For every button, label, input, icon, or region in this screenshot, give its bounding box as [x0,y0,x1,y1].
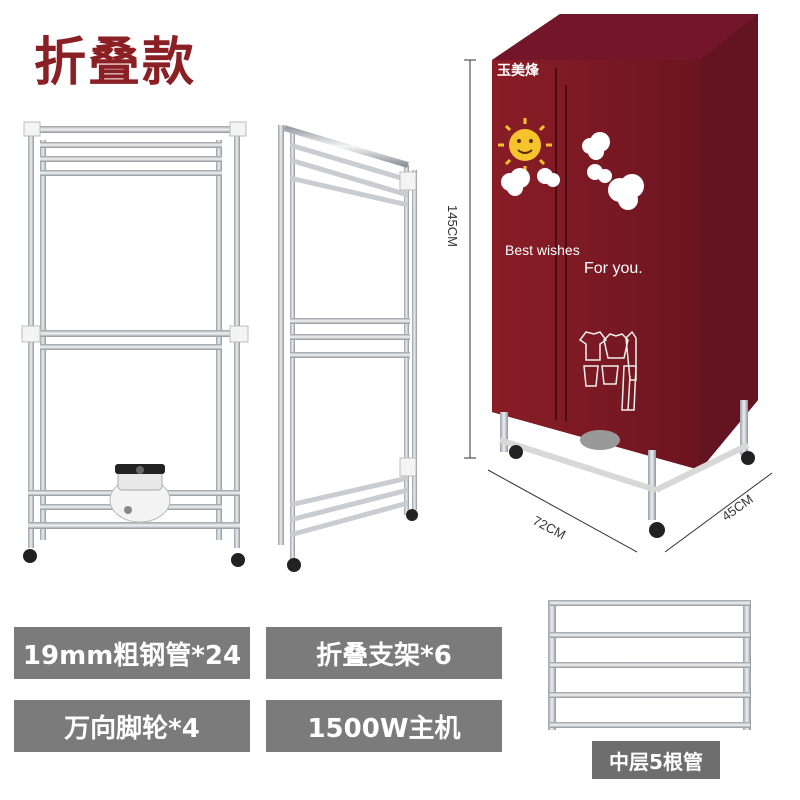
height-dimension: 145CM [445,205,460,247]
heater-unit [109,464,171,523]
spec-casters: 万向脚轮*4 [14,700,250,752]
page-title: 折叠款 [34,33,197,93]
cover-text-right: For you. [584,260,643,277]
spec-heater: 1500W主机 [266,700,502,752]
brand-mark: 玉美烽 [497,63,539,79]
dimension-lines [464,59,773,553]
cover-text-left: Best wishes [505,242,580,258]
folded-frame [278,125,418,572]
spec-steel-tubes: 19mm粗钢管*24 [14,627,250,679]
middle-layer-badge: 中层5根管 [592,741,720,779]
cloud-icon [501,132,644,210]
covered-wardrobe [492,14,758,538]
assembled-frame [21,121,249,567]
spec-folding-brackets: 折叠支架*6 [266,627,502,679]
sun-icon [498,118,552,172]
clothing-icon [578,330,637,411]
middle-layer-tubes [548,600,751,730]
